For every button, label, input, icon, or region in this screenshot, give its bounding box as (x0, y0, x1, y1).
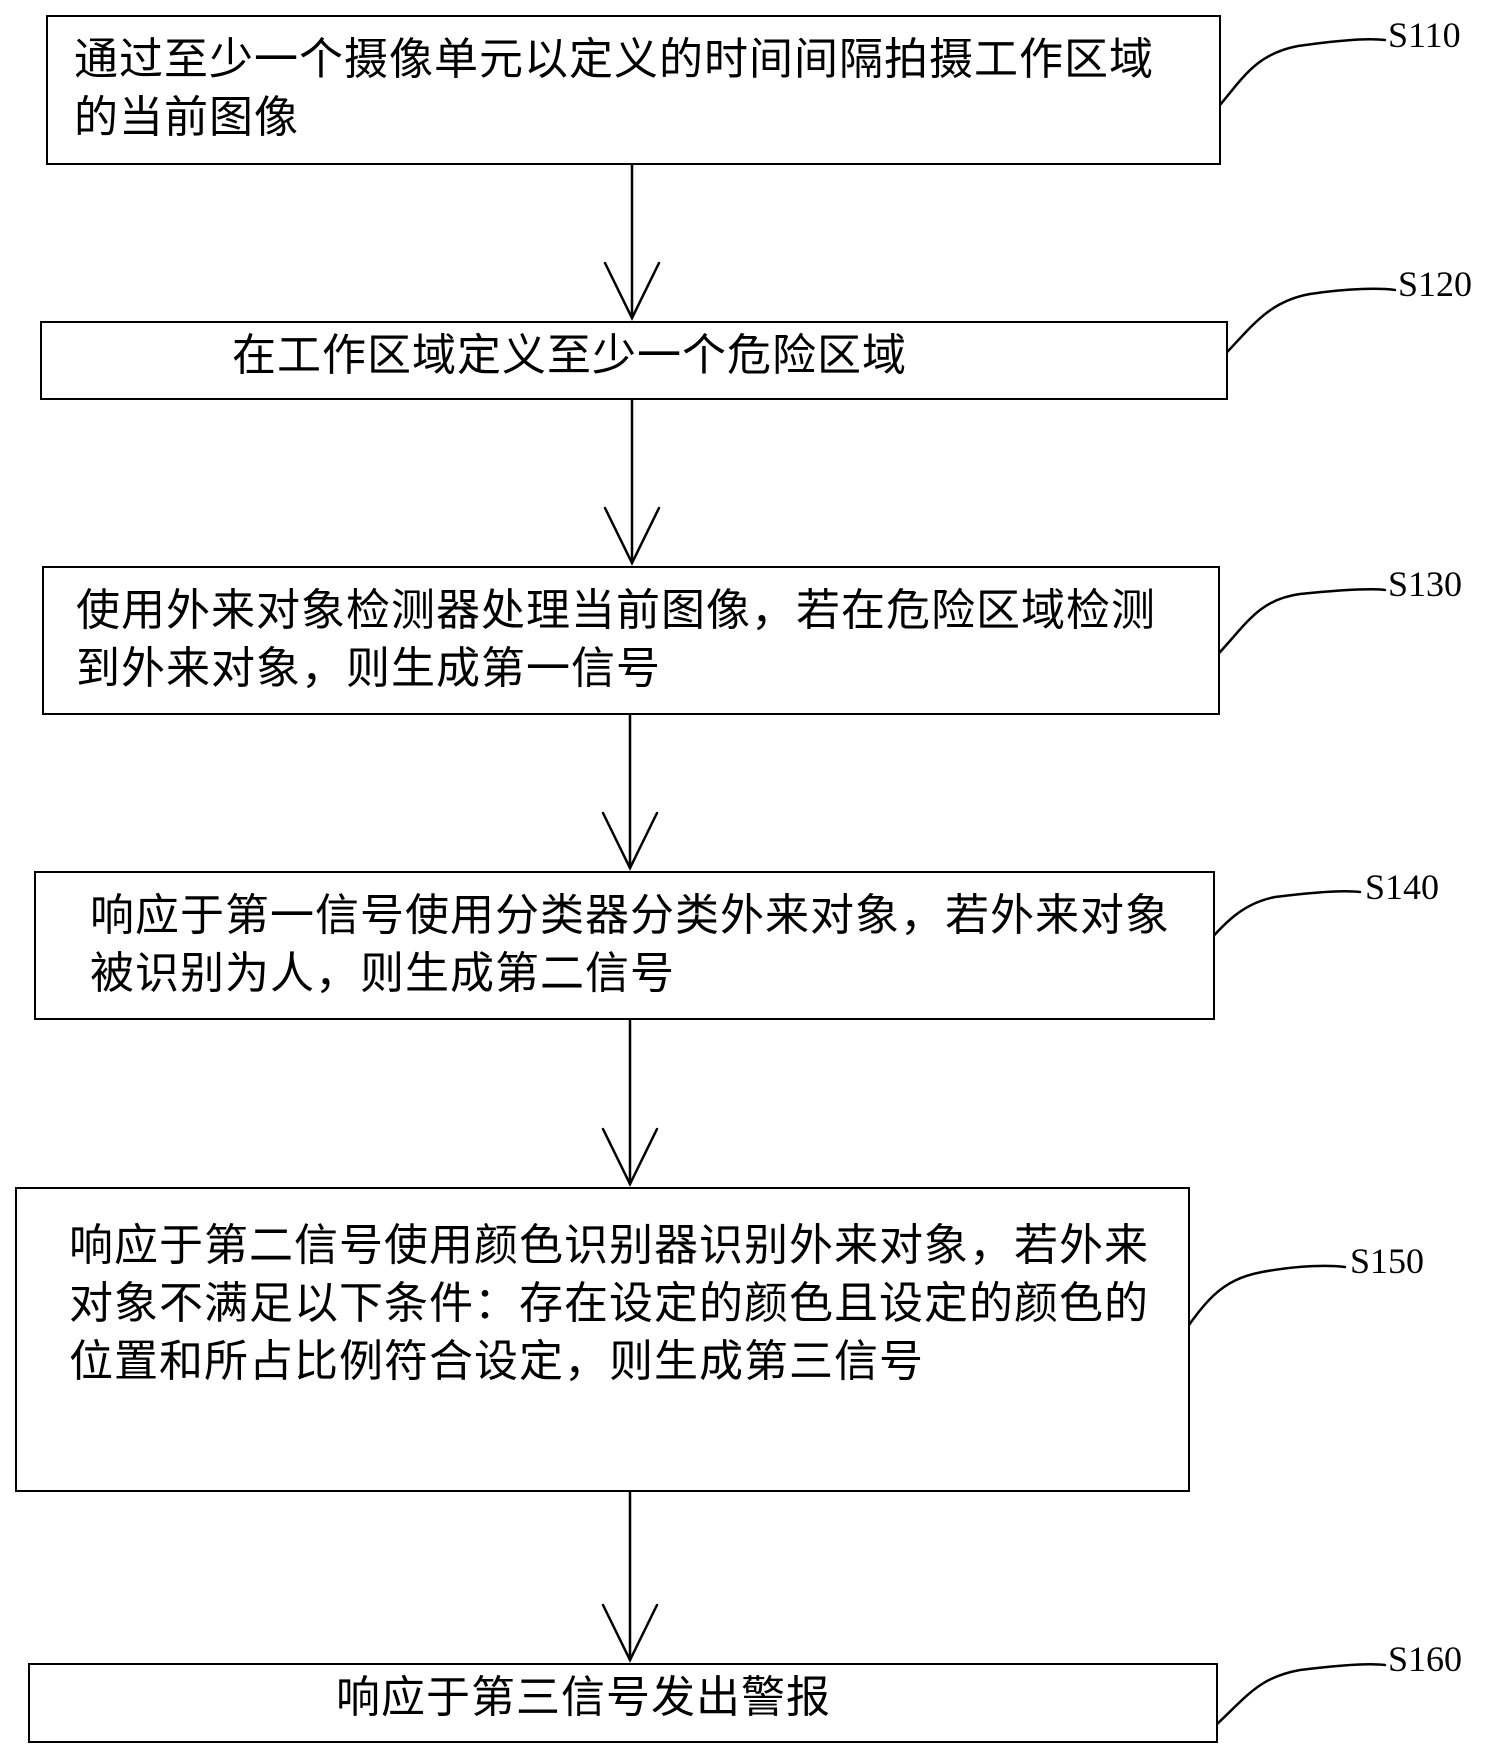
step-s150-box: 响应于第二信号使用颜色识别器识别外来对象，若外来对象不满足以下条件：存在设定的颜… (15, 1187, 1190, 1492)
step-s120-box: 在工作区域定义至少一个危险区域 (40, 321, 1228, 400)
arrow-s140-s150 (601, 1018, 659, 1187)
leader-s130 (1203, 587, 1387, 670)
arrow-s120-s130 (603, 398, 661, 566)
step-s140-text: 响应于第一信号使用分类器分类外来对象，若外来对象被识别为人，则生成第二信号 (90, 890, 1170, 999)
step-s110-text: 通过至少一个摄像单元以定义的时间间隔拍摄工作区域的当前图像 (74, 34, 1154, 143)
step-s130-label: S130 (1388, 564, 1463, 604)
step-s150-label: S150 (1350, 1241, 1425, 1281)
step-s130-text: 使用外来对象检测器处理当前图像，若在危险区域检测到外来对象，则生成第一信号 (76, 585, 1156, 694)
step-s120-label: S120 (1398, 264, 1473, 304)
step-s110-label: S110 (1388, 15, 1461, 55)
step-s160-text: 响应于第三信号发出警报 (336, 1672, 831, 1723)
step-s150-text: 响应于第二信号使用颜色识别器识别外来对象，若外来对象不满足以下条件：存在设定的颜… (69, 1220, 1149, 1387)
step-s110-box: 通过至少一个摄像单元以定义的时间间隔拍摄工作区域的当前图像 (46, 15, 1221, 165)
step-s160-box: 响应于第三信号发出警报 (28, 1663, 1218, 1743)
step-s140-box: 响应于第一信号使用分类器分类外来对象，若外来对象被识别为人，则生成第二信号 (34, 871, 1215, 1020)
step-s140-label: S140 (1365, 867, 1440, 907)
arrow-s110-s120 (603, 163, 661, 321)
leader-s160 (1203, 1663, 1387, 1737)
step-s160-label: S160 (1388, 1639, 1463, 1679)
arrow-s130-s140 (601, 713, 659, 871)
arrow-s150-s160 (601, 1490, 659, 1663)
leader-s150 (1168, 1264, 1347, 1355)
step-s120-text: 在工作区域定义至少一个危险区域 (232, 330, 907, 381)
step-s130-box: 使用外来对象检测器处理当前图像，若在危险区域检测到外来对象，则生成第一信号 (42, 566, 1220, 715)
leader-s120 (1208, 287, 1397, 372)
leader-s110 (1203, 38, 1387, 124)
